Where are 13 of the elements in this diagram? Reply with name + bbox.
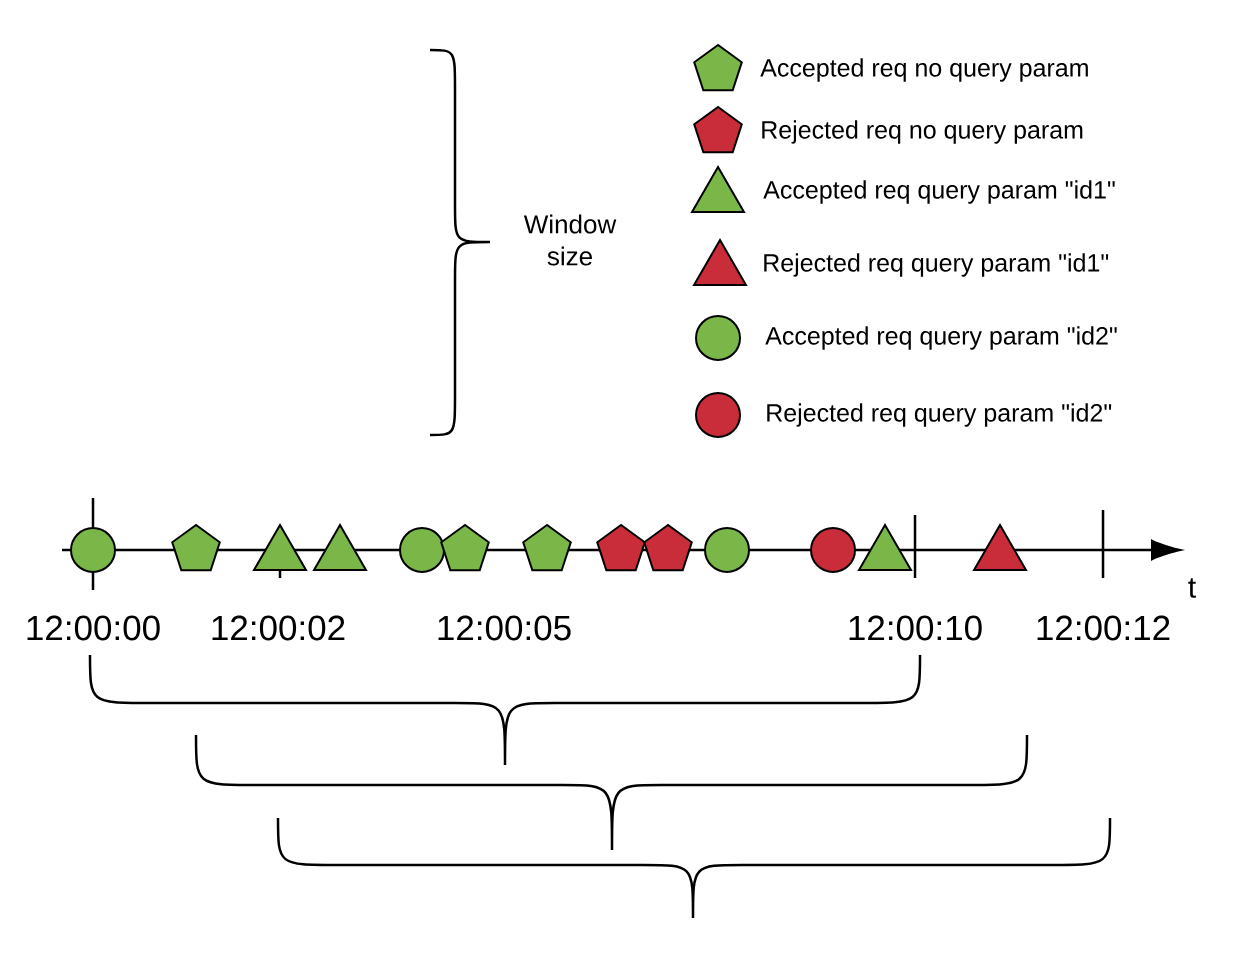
legend-label: Rejected req no query param (762, 120, 1083, 144)
legend-label: Rejected req query param "id1" (764, 253, 1109, 277)
window-size-label: Window size (523, 214, 617, 266)
time-label: 12:00:05 (438, 615, 571, 641)
legend-label: Accepted req query param "id1" (763, 180, 1115, 204)
time-label: 12:00:10 (849, 615, 982, 641)
legend-label: Accepted req no query param (760, 58, 1088, 82)
legend-label: Rejected req query param "id2" (767, 403, 1112, 427)
time-label: 12:00:00 (27, 615, 160, 641)
time-label: 12:00:02 (212, 615, 345, 641)
legend-label: Accepted req query param "id2" (765, 326, 1117, 350)
axis-label: t (1188, 578, 1196, 598)
time-label: 12:00:12 (1037, 615, 1170, 641)
